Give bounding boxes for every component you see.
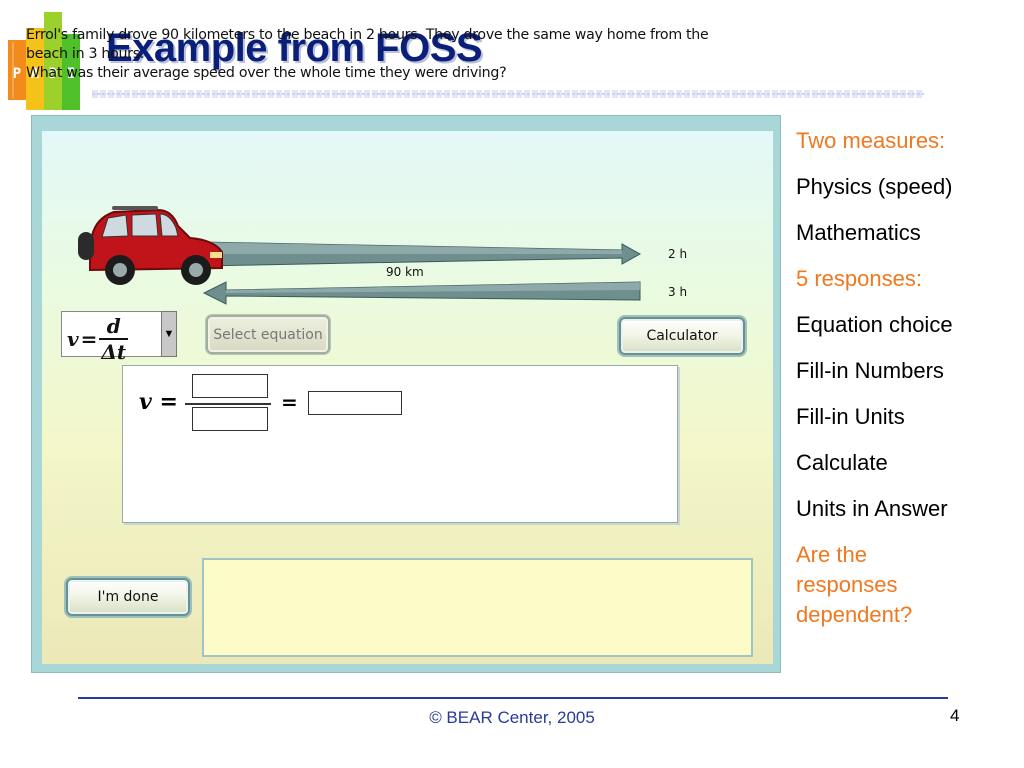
side-note-item: Are the responses dependent?: [796, 542, 913, 627]
question-line: Errol's family drove 90 kilometers to th…: [26, 27, 709, 62]
answer-input[interactable]: [308, 391, 402, 415]
side-note-item: Calculate: [796, 450, 888, 475]
logo-letter: I: [67, 66, 75, 82]
question-line: What was their average speed over the wh…: [26, 65, 507, 81]
calculator-button[interactable]: Calculator: [619, 317, 745, 355]
car-icon: [78, 206, 223, 285]
logo-letter: D: [49, 66, 57, 82]
equation-picker[interactable]: v = d Δt ▼: [61, 311, 177, 362]
side-note-item: Fill-in Numbers: [796, 358, 944, 383]
outbound-time-label: 2 h: [668, 247, 688, 261]
denominator: Δt: [99, 338, 129, 364]
question-text: Errol's family drove 90 kilometers to th…: [26, 26, 726, 83]
return-time-label: 3 h: [668, 285, 688, 299]
distance-label: 90 km: [386, 265, 424, 279]
footer-copyright: © BEAR Center, 2005: [429, 708, 595, 727]
outbound-arrow: [199, 241, 642, 267]
side-note-item: Mathematics: [796, 220, 921, 245]
logo-letter: A: [31, 66, 40, 82]
side-note-item: Fill-in Units: [796, 404, 905, 429]
side-notes: Two measures: Physics (speed) Mathematics 5…: [796, 126, 1016, 646]
side-note-item: Physics (speed): [796, 174, 953, 199]
equals-sign: =: [80, 327, 98, 351]
logo-letter: P: [13, 66, 21, 82]
padi-logo: P A D I: [8, 12, 80, 110]
work-velocity-symbol: v =: [139, 389, 178, 415]
dropdown-arrow-icon[interactable]: ▼: [161, 311, 177, 357]
select-equation-button[interactable]: Select equation: [206, 315, 330, 354]
distance-over-time: d Δt: [99, 314, 129, 364]
side-note-item: Units in Answer: [796, 496, 948, 521]
slide-title: Example from FOSS: [106, 26, 483, 70]
side-note-item: Equation choice: [796, 312, 953, 337]
velocity-symbol: v: [67, 327, 79, 351]
side-note-item: Two measures:: [796, 128, 946, 153]
equation-workspace: v = =: [122, 365, 678, 523]
footer-divider: [78, 697, 948, 699]
denominator-input[interactable]: [192, 407, 268, 431]
side-note-item: 5 responses:: [796, 266, 922, 291]
feedback-box: [202, 558, 753, 657]
speed-equation: v = d Δt: [67, 314, 129, 364]
title-divider: [92, 90, 924, 98]
done-button[interactable]: I'm done: [66, 578, 190, 616]
numerator-input[interactable]: [192, 374, 268, 398]
fraction-line: [185, 403, 271, 405]
trip-diagram: [199, 241, 642, 305]
page-number: 4: [950, 706, 960, 725]
return-arrow: [202, 281, 641, 305]
numerator: d: [106, 314, 121, 338]
work-equals-sign: =: [281, 390, 298, 414]
